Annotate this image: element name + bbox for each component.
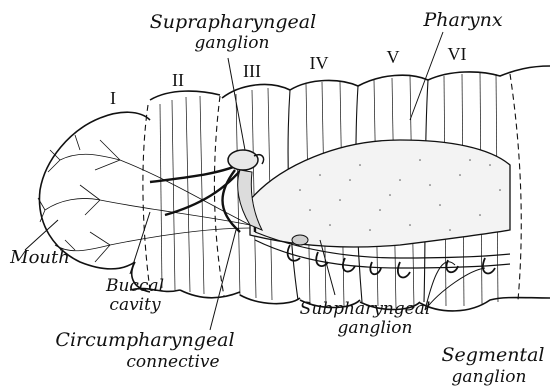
subpharyngeal-label-line1: Subpharyngeal (300, 299, 431, 319)
subpharyngeal-label-line2: ganglion (338, 318, 413, 338)
suprapharyngeal-ganglion (228, 150, 264, 170)
buccal-cavity-label-line1: Buccal (105, 276, 164, 296)
suprapharyngeal-label-line1: Suprapharyngeal (150, 11, 316, 33)
segment-numeral-vi: VI (448, 44, 467, 64)
circumpharyngeal-label-line2: connective (126, 352, 219, 372)
circumpharyngeal-label-line1: Circumpharyngeal (55, 329, 234, 351)
segment-numeral-iv: IV (310, 53, 329, 73)
mouth-label: Mouth (9, 247, 70, 268)
buccal-cavity-label-line2: cavity (109, 295, 161, 315)
subpharyngeal-ganglion (292, 235, 308, 245)
suprapharyngeal-label-line2: ganglion (195, 33, 270, 53)
segment-numeral-i: I (110, 88, 116, 108)
segment-numeral-ii: II (172, 70, 184, 90)
pharynx (250, 140, 510, 247)
segmental-ganglion-label-line2: ganglion (452, 367, 527, 387)
segmental-ganglion-label-line1: Segmental (442, 344, 545, 366)
segment-numeral-iii: III (243, 61, 261, 81)
pharynx-label: Pharynx (422, 9, 502, 31)
segment-numeral-v: V (387, 47, 400, 67)
buccal-nerve-branches (38, 135, 250, 262)
